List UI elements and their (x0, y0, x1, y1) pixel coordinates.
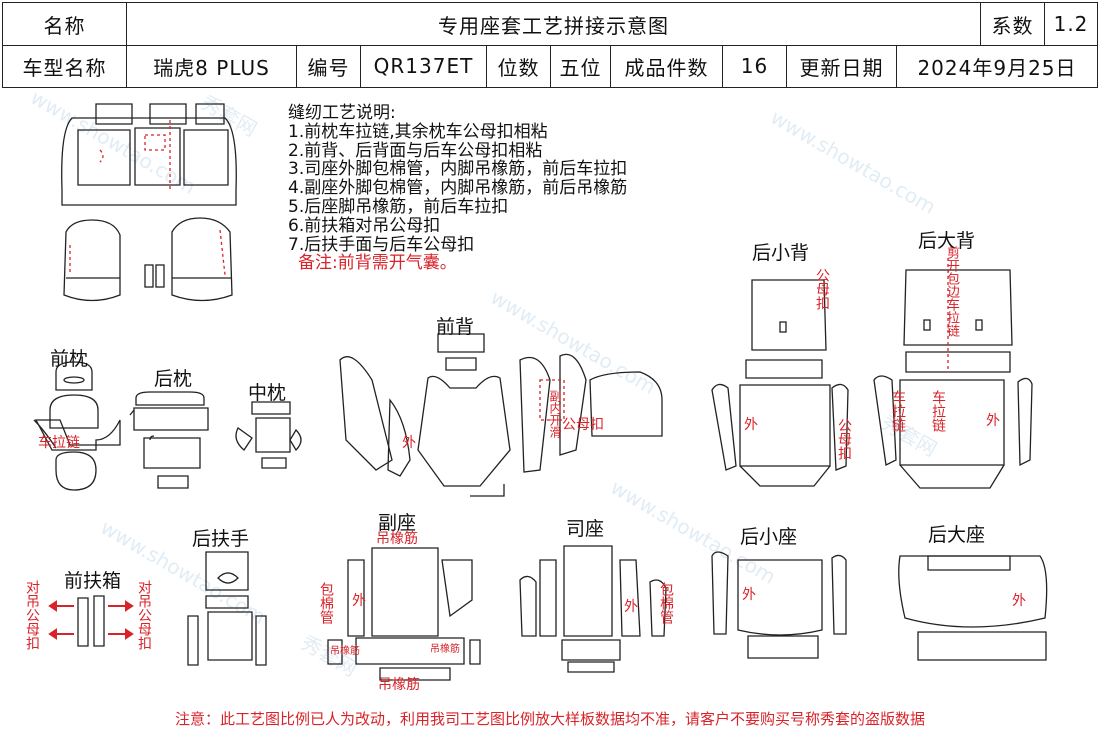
seats-label: 位数 (487, 45, 551, 87)
notes-remark: 备注:前背需开气囊。 (298, 253, 457, 274)
note-outer: 外 (744, 417, 758, 433)
front-back-pieces (339, 333, 663, 497)
label-front-headrest: 前枕 (50, 348, 89, 370)
date-label: 更新日期 (787, 45, 897, 87)
sewing-notes: 缝纫工艺说明: 1.前枕车拉链,其余枕车公母扣相粘 2.前背、后背面与后车公母扣… (288, 104, 627, 273)
note-item: 3.司座外脚包棉管，内脚吊橡筋，前后车拉扣 (288, 159, 628, 180)
note-item: 1.前枕车拉链,其余枕车公母扣相粘 (288, 121, 548, 142)
note-hang-elastic: 吊橡筋 (378, 677, 420, 693)
footer-notice: 注意：此工艺图比例已人为改动，利用我司工艺图比例放大样板数据均不准，请客户不要购… (174, 710, 925, 728)
pieces-value: 16 (723, 45, 787, 87)
rear-big-seat-pieces (898, 555, 1048, 661)
label-driver-seat: 司座 (566, 518, 605, 540)
note-male-female: 公母扣 (836, 418, 852, 460)
pieces-label: 成品件数 (611, 45, 723, 87)
front-headrest-pieces (33, 361, 121, 491)
note-snap: 公母扣 (562, 417, 604, 433)
note-hang-elastic: 吊橡筋 (330, 646, 360, 657)
label-rear-armrest: 后扶手 (192, 528, 250, 550)
code-label: 编号 (297, 45, 361, 87)
note-item: 7.后扶手面与后车公母扣 (288, 234, 475, 255)
label-passenger-seat: 副座 (378, 512, 417, 534)
label-rear-headrest: 后枕 (154, 368, 193, 390)
note-hang-snap: 对吊公母扣 (24, 580, 40, 650)
date-value: 2024年9月25日 (917, 55, 1077, 80)
notes-heading: 缝纫工艺说明: (288, 103, 396, 123)
note-outer: 外 (1012, 593, 1026, 609)
header-table: 名称 专用座套工艺拼接示意图 系数 1.2 车型名称 瑞虎8 PLUS 编号 Q… (2, 2, 1098, 88)
header-row-1: 名称 专用座套工艺拼接示意图 系数 1.2 (3, 3, 1097, 46)
note-item: 6.前扶箱对吊公母扣 (288, 215, 441, 236)
note-outer: 外 (352, 593, 366, 609)
note-cotton-tube: 包棉管 (318, 582, 334, 624)
rear-small-seat-pieces (711, 551, 847, 659)
note-zipper: 车拉链 (38, 435, 80, 451)
model-value: 瑞虎8 PLUS (127, 45, 297, 87)
label-rear-big-seat: 后大座 (928, 524, 986, 546)
label-rear-small-seat: 后小座 (740, 526, 798, 548)
label-front-armbox: 前扶箱 (64, 570, 122, 592)
name-label: 名称 (3, 3, 127, 45)
rear-small-back-pieces (711, 279, 849, 487)
note-outer: 外 (986, 413, 1000, 429)
coef-label: 系数 (981, 3, 1045, 45)
driver-seat-pieces (519, 545, 667, 673)
note-cut-open-hem: 剪开包边车拉链 (944, 246, 959, 337)
seats-value: 五位 (551, 45, 611, 87)
note-zip-pull: 车拉链 (890, 390, 906, 432)
note-item: 5.后座脚吊橡筋，前后车拉扣 (288, 196, 509, 217)
rear-big-back-pieces (873, 258, 1033, 489)
sheet-title: 专用座套工艺拼接示意图 (127, 3, 981, 45)
label-rear-big-back: 后大背 (918, 230, 976, 252)
passenger-seat-pieces (327, 547, 481, 681)
rear-headrest-pieces (129, 391, 209, 489)
label-rear-small-back: 后小背 (752, 242, 810, 264)
front-armbox-pieces (48, 595, 134, 647)
note-hang-elastic: 吊橡筋 (376, 531, 418, 547)
label-front-back: 前背 (436, 316, 475, 338)
note-outer: 外 (742, 587, 756, 603)
note-cotton-tube: 包棉管 (658, 582, 674, 624)
header-row-2: 车型名称 瑞虎8 PLUS 编号 QR137ET 位数 五位 成品件数 16 更… (3, 45, 1097, 87)
rear-armrest-pieces (187, 551, 267, 666)
note-male-female: 公母扣 (814, 268, 830, 310)
note-airbag-open: 副内开滑 (548, 390, 562, 438)
note-outer: 外 (402, 435, 416, 451)
label-mid-headrest: 中枕 (248, 382, 287, 404)
note-hang-snap: 对吊公母扣 (136, 580, 152, 650)
note-item: 2.前背、后背面与后车公母扣相粘 (288, 140, 543, 161)
note-outer: 外 (624, 599, 638, 615)
seat-overview-drawing (61, 103, 237, 302)
code-value: QR137ET (361, 45, 487, 87)
model-label: 车型名称 (3, 45, 127, 87)
note-hang-elastic: 吊橡筋 (430, 644, 460, 655)
middle-headrest-pieces (235, 401, 302, 469)
note-item: 4.副座外脚包棉管，内脚吊橡筋，前后吊橡筋 (288, 178, 628, 199)
coef-value: 1.2 (1053, 12, 1089, 36)
note-zip-pull: 车拉链 (930, 390, 946, 432)
